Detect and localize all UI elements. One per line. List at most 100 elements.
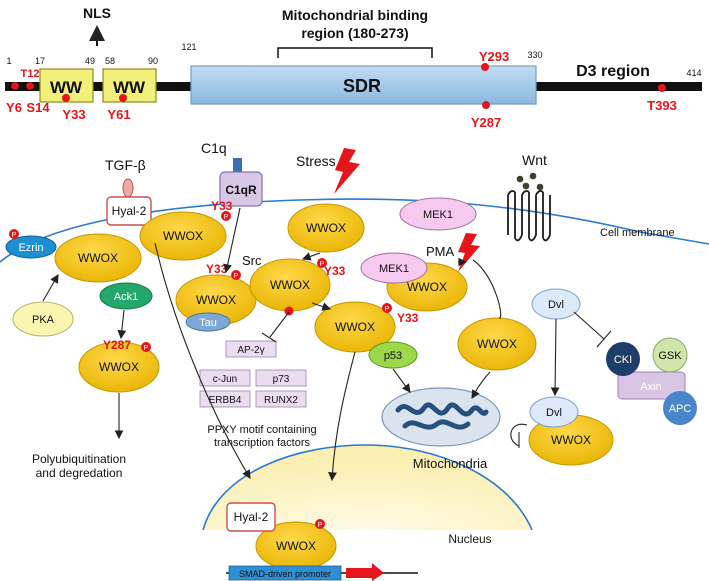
ww-domain-1-label: WW [50,78,83,97]
site-dot-y33 [62,94,70,102]
gene-arrow-icon [346,563,384,581]
nls-label: NLS [83,5,111,21]
ezrin-node [5,235,57,259]
phospho-badge [382,303,392,313]
phospho-p: P [224,214,229,221]
site-y6: Y6 [6,100,22,115]
inhibit-bar-gsk [596,330,612,348]
tau-node [185,312,231,332]
phospho-badge [231,270,241,280]
mito-binding-bracket [277,47,433,58]
cki-label: CKI [614,354,632,366]
smad-promoter-box [228,565,342,581]
tf-box-ap2 [225,340,277,358]
domain-structure: NLS Mitochondrial binding region (180-27… [5,5,702,130]
hyal2-nucleus-box [226,502,276,532]
wwox-tau: WWOX [175,274,257,326]
phospho-p: P [385,306,390,313]
wwox-label: WWOX [407,280,447,294]
sdr-domain [190,65,537,105]
cell-membrane-label: Cell membrane [600,227,675,239]
ack1-label: Ack1 [114,291,138,303]
phospho-badge [315,519,325,529]
wwox-ezrin: WWOX [54,233,142,283]
wwox-label: WWOX [78,251,118,265]
polyub-line2: and degredation [36,466,123,480]
pma-lightning-icon [458,233,480,272]
wwox-label: WWOX [276,539,316,553]
gsk-label: GSK [658,350,682,362]
wnt-dot [522,182,530,190]
stress-lightning-icon [334,148,360,194]
inhibit-bar [261,332,277,343]
site-dot-y61 [119,94,127,102]
dvl-node [529,396,579,428]
ppxy-line2: transcription factors [214,437,310,449]
wwox-label: WWOX [99,360,139,374]
arrow-p53-to-nucleus [328,351,356,482]
c1qr-box [219,171,263,207]
wnt-label: Wnt [522,152,547,168]
axin-box [617,371,686,400]
gsk-node [652,337,688,373]
inhibit-src-to-tf [269,311,290,338]
cki-node [606,342,640,376]
wnt-dot [529,172,537,180]
mek1-node [360,252,428,284]
pathway: Nucleus Cell membrane Wnt TGF-β Hyal-2 C… [0,140,709,581]
wwox-p53: WWOX [314,301,396,353]
tf-erbb4-label: ERBB4 [209,395,242,406]
site-t393: T393 [647,98,677,113]
apc-label: APC [669,403,692,415]
wwox-node [139,211,227,261]
pos-58: 58 [105,56,115,66]
polyub-line1: Polyubiquitination [32,452,126,466]
tau-label: Tau [199,317,217,329]
apc-node [663,391,697,425]
ww-domain-2-label: WW [113,78,146,97]
cell-membrane-line [0,198,709,263]
mitochondria-cristae-icon [395,402,489,430]
arrow-hyal2-to-nucleus [154,242,251,479]
mito-binding-line2: region (180-273) [301,25,408,41]
src-label: Src [242,253,262,268]
site-dot-t393 [658,84,666,92]
ww-domain-2 [102,68,157,103]
wwox-cytosol: WWOX [457,317,537,371]
mek1-label: MEK1 [379,263,409,275]
ppxy-line1: PPXY motif containing [207,424,316,436]
wwox-label: WWOX [335,320,375,334]
wwox-label: WWOX [196,293,236,307]
nuclear-membrane [202,444,533,531]
phospho-p: P [318,522,323,529]
hyal2-nucleus-label: Hyal-2 [234,510,269,524]
site-y33: Y33 [62,107,85,122]
tgf-beta-label: TGF-β [105,157,146,173]
wwox-label: WWOX [477,337,517,351]
arrow-pka-to-wwox [42,274,59,302]
hyal2-label: Hyal-2 [112,204,147,218]
tf-cjun-label: c-Jun [213,374,237,385]
wnt-dot [516,175,524,183]
y33-src: Y33 [324,264,346,278]
mito-binding-line1: Mitochondrial binding [282,7,428,23]
p53-node [368,341,418,369]
arrow-stress-wwox-to-src [301,252,321,261]
ezrin-label: Ezrin [18,242,43,254]
pos-90: 90 [148,56,158,66]
wwox-hyal2: WWOX [139,211,227,261]
arrow-p53-to-mito [392,368,411,393]
pma-label: PMA [426,244,455,259]
site-dot-y6 [11,82,19,90]
phospho-badge [221,211,231,221]
wwox-nucleus: WWOX [255,521,337,571]
site-t12: T12 [21,68,40,80]
pka-label: PKA [32,314,55,326]
tf-runx2-label: RUNX2 [264,395,298,406]
frizzled-receptor-icon [507,190,551,242]
arrow-dvl-to-dvl-wwox [550,318,560,397]
site-dot-t12 [26,82,34,90]
dvl-label: Dvl [546,407,562,419]
arrow-c1qr-to-wwox [223,207,241,274]
